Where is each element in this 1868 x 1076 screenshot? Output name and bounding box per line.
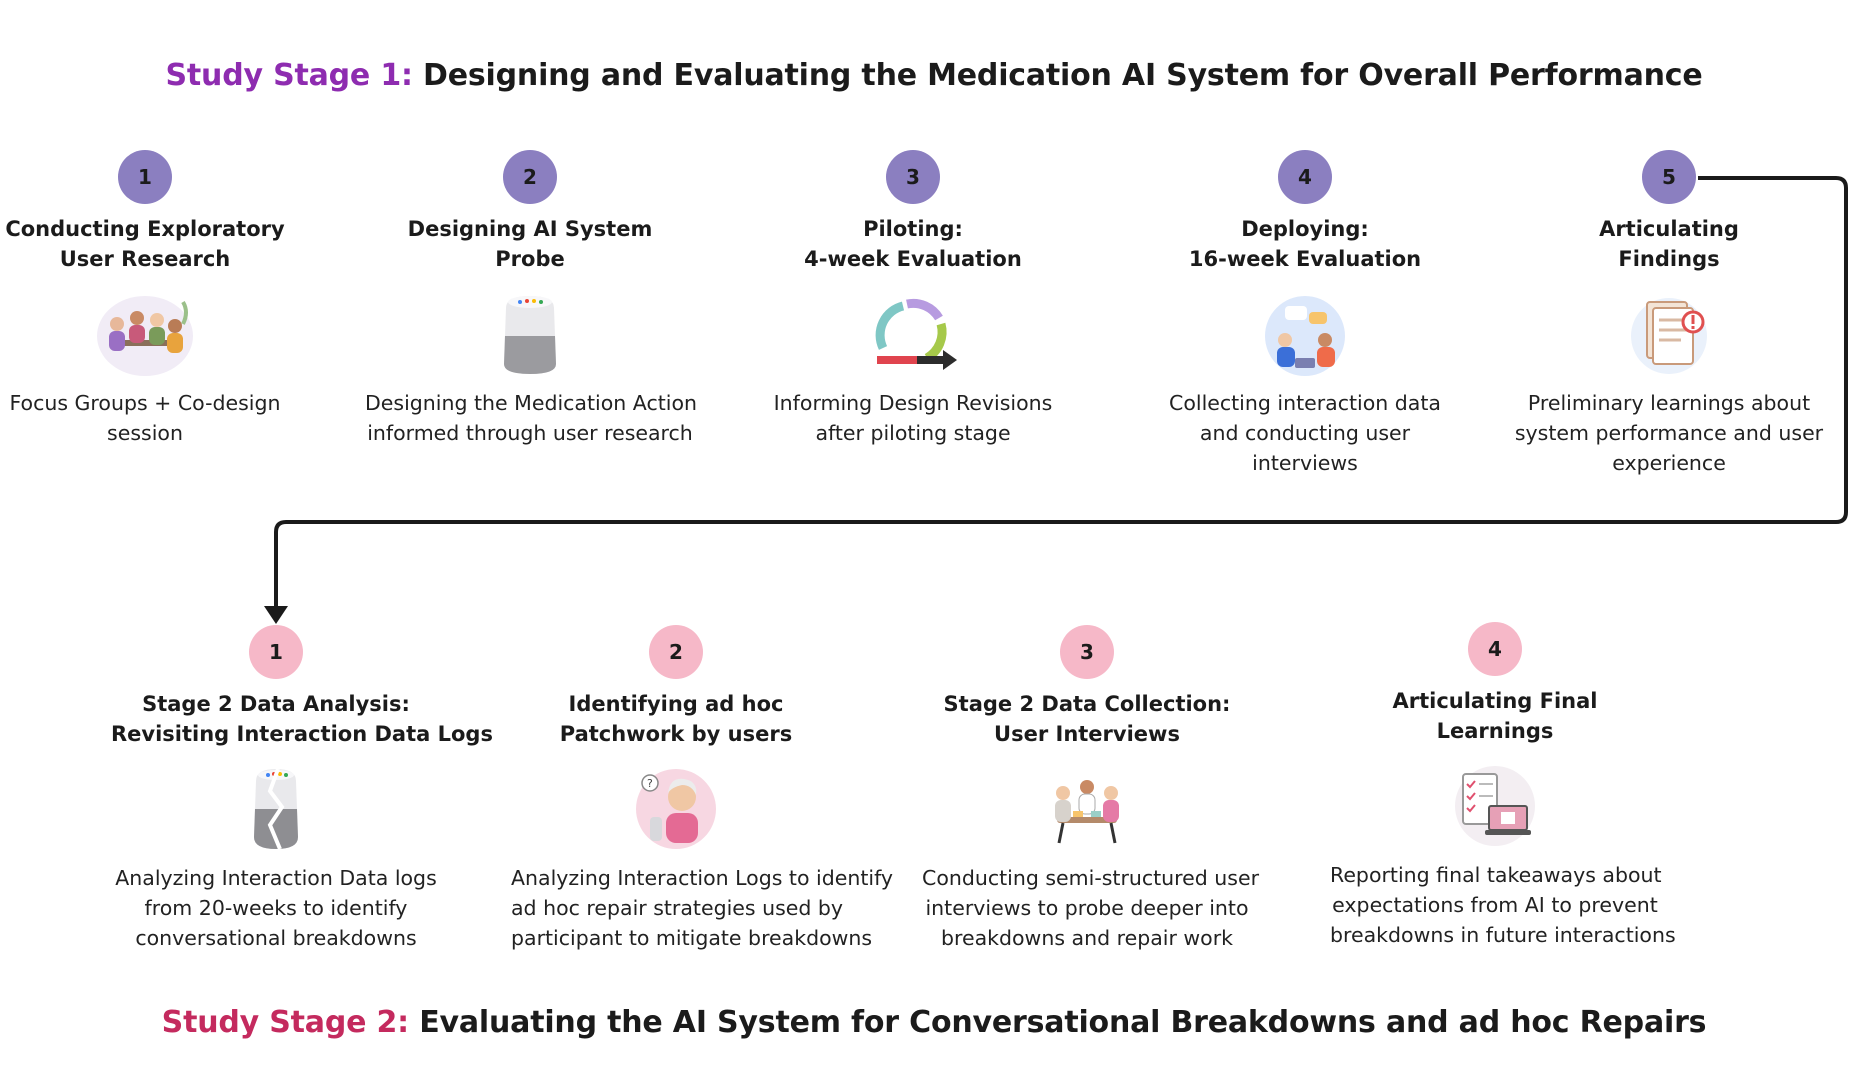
step-number-badge: 2 [503,150,557,204]
step-title: Stage 2 Data Analysis:Revisiting Interac… [111,692,493,746]
step-number-badge: 2 [649,625,703,679]
interview-illustration [1265,296,1345,376]
focus-group-illustration [97,296,193,376]
stage2-step-3: 3 Stage 2 Data Collection:User Interview… [922,625,1260,953]
step-title: Piloting:4-week Evaluation [804,217,1022,271]
stage2-step-1: 1 Stage 2 Data Analysis:Revisiting Inter… [111,625,493,953]
stage1-step-3: 3 Piloting:4-week Evaluation Informing D… [748,150,1078,448]
step-number-badge: 3 [1060,625,1114,679]
step-number-badge: 4 [1468,622,1522,676]
cycle-arrows-illustration [875,298,957,370]
stage1-heading: Designing and Evaluating the Medication … [423,58,1703,93]
svg-text:?: ? [647,777,653,790]
step-number-badge: 3 [886,150,940,204]
step-title: Stage 2 Data Collection:User Interviews [943,692,1231,746]
step-number-badge: 5 [1642,150,1696,204]
checklist-laptop-illustration [1455,766,1535,846]
stage1-step-4: 4 Deploying:16-week Evaluation Collectin… [1140,150,1470,478]
confused-user-illustration: ? [636,769,716,849]
stage2-title: Study Stage 2: Evaluating the AI System … [0,1005,1868,1040]
stage1-label: Study Stage 1: [165,58,413,93]
stage2-label: Study Stage 2: [161,1005,410,1040]
step-number-badge: 1 [249,625,303,679]
stage2-heading: Evaluating the AI System for Conversatio… [419,1005,1707,1040]
smart-speaker-illustration [504,296,556,374]
user-interview-illustration [1055,780,1119,844]
stage1-title: Study Stage 1: Designing and Evaluating … [0,58,1868,93]
broken-speaker-illustration [254,768,298,850]
report-alert-illustration [1631,298,1707,374]
step-number-badge: 4 [1278,150,1332,204]
step-number-badge: 1 [118,150,172,204]
step-title: Deploying:16-week Evaluation [1188,217,1422,271]
